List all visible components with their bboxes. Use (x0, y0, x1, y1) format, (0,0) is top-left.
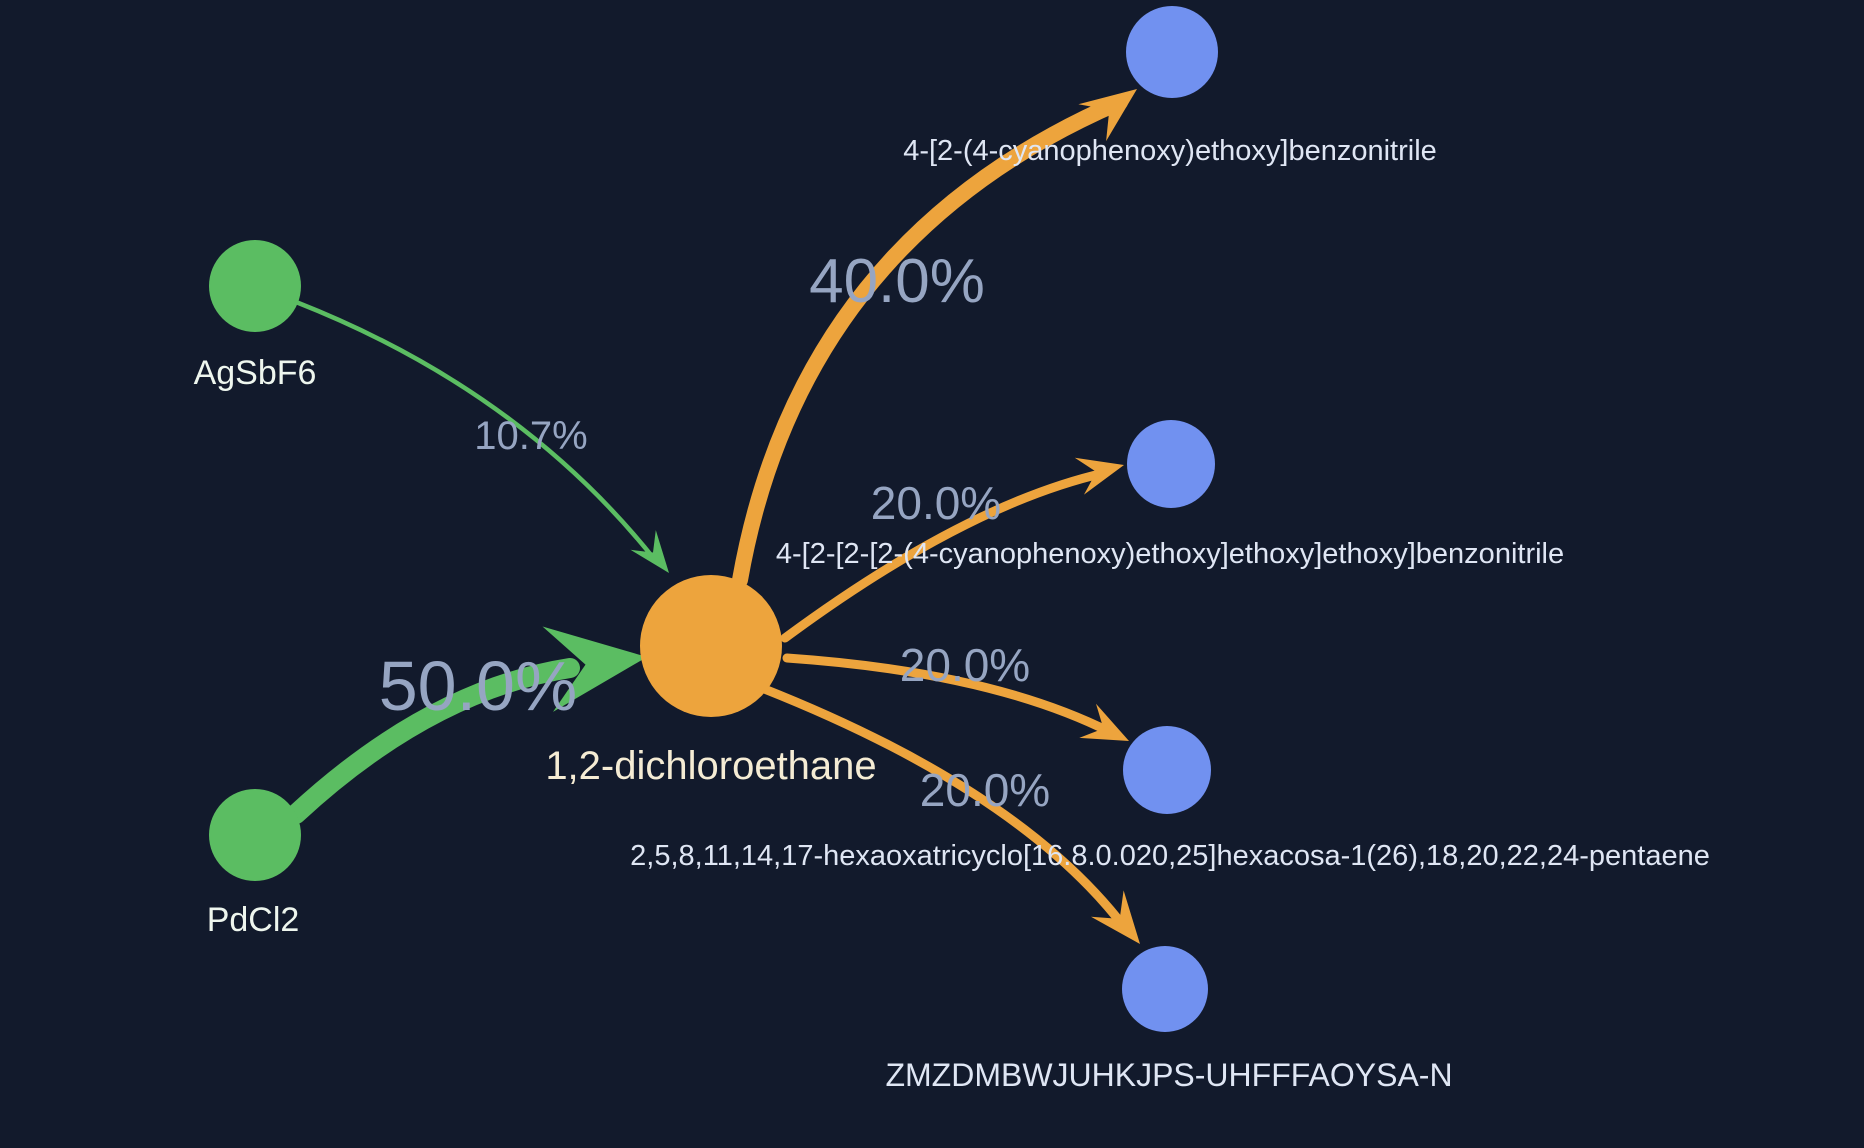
node-agsbf6[interactable] (209, 240, 301, 332)
node-label-b2: 4-[2-[2-[2-(4-cyanophenoxy)ethoxy]ethoxy… (776, 538, 1564, 570)
edge-dce-b4 (757, 683, 1130, 933)
node-dce[interactable] (640, 575, 782, 717)
arrowhead-pdcl2-dce (542, 626, 647, 712)
edge-percent-agsbf6-dce: 10.7% (474, 414, 587, 458)
node-label-agsbf6: AgSbF6 (194, 354, 317, 392)
node-b1[interactable] (1126, 6, 1218, 98)
edge-dce-b2 (780, 468, 1109, 643)
node-b3[interactable] (1123, 726, 1211, 814)
arrowheads-layer (542, 89, 1140, 944)
edge-pdcl2-dce (286, 658, 580, 824)
edge-agsbf6-dce (293, 299, 658, 563)
edge-percent-dce-b2: 20.0% (871, 477, 1001, 529)
nodes-layer (209, 6, 1218, 1032)
edge-percent-dce-b4: 20.0% (920, 764, 1050, 816)
node-label-pdcl2: PdCl2 (207, 901, 300, 939)
edge-dce-b3 (782, 653, 1115, 737)
arrowhead-dce-b3 (1079, 703, 1129, 741)
edges-layer (286, 94, 1130, 933)
edge-dce-b1 (732, 94, 1128, 588)
edge-percent-pdcl2-dce: 50.0% (379, 647, 577, 725)
node-pdcl2[interactable] (209, 789, 301, 881)
labels-layer: 10.7% 50.0% 40.0% 20.0% 20.0% 20.0% AgSbF6PdCl… (194, 135, 1710, 1093)
node-label-b4: ZMZDMBWJUHKJPS-UHFFFAOYSA-N (885, 1057, 1452, 1093)
arrowhead-dce-b4 (1091, 890, 1140, 944)
node-b2[interactable] (1127, 420, 1215, 508)
node-label-b1: 4-[2-(4-cyanophenoxy)ethoxy]benzonitrile (903, 135, 1437, 167)
arrowhead-agsbf6-dce (630, 530, 669, 573)
node-b4[interactable] (1122, 946, 1208, 1032)
edge-percent-dce-b3: 20.0% (900, 639, 1030, 691)
arrowhead-dce-b2 (1074, 457, 1124, 495)
node-label-dce: 1,2-dichloroethane (545, 744, 876, 788)
edge-percent-dce-b1: 40.0% (809, 247, 985, 316)
node-label-b3: 2,5,8,11,14,17-hexaoxatricyclo[16.8.0.02… (630, 840, 1710, 872)
arrowhead-dce-b1 (1078, 89, 1137, 142)
